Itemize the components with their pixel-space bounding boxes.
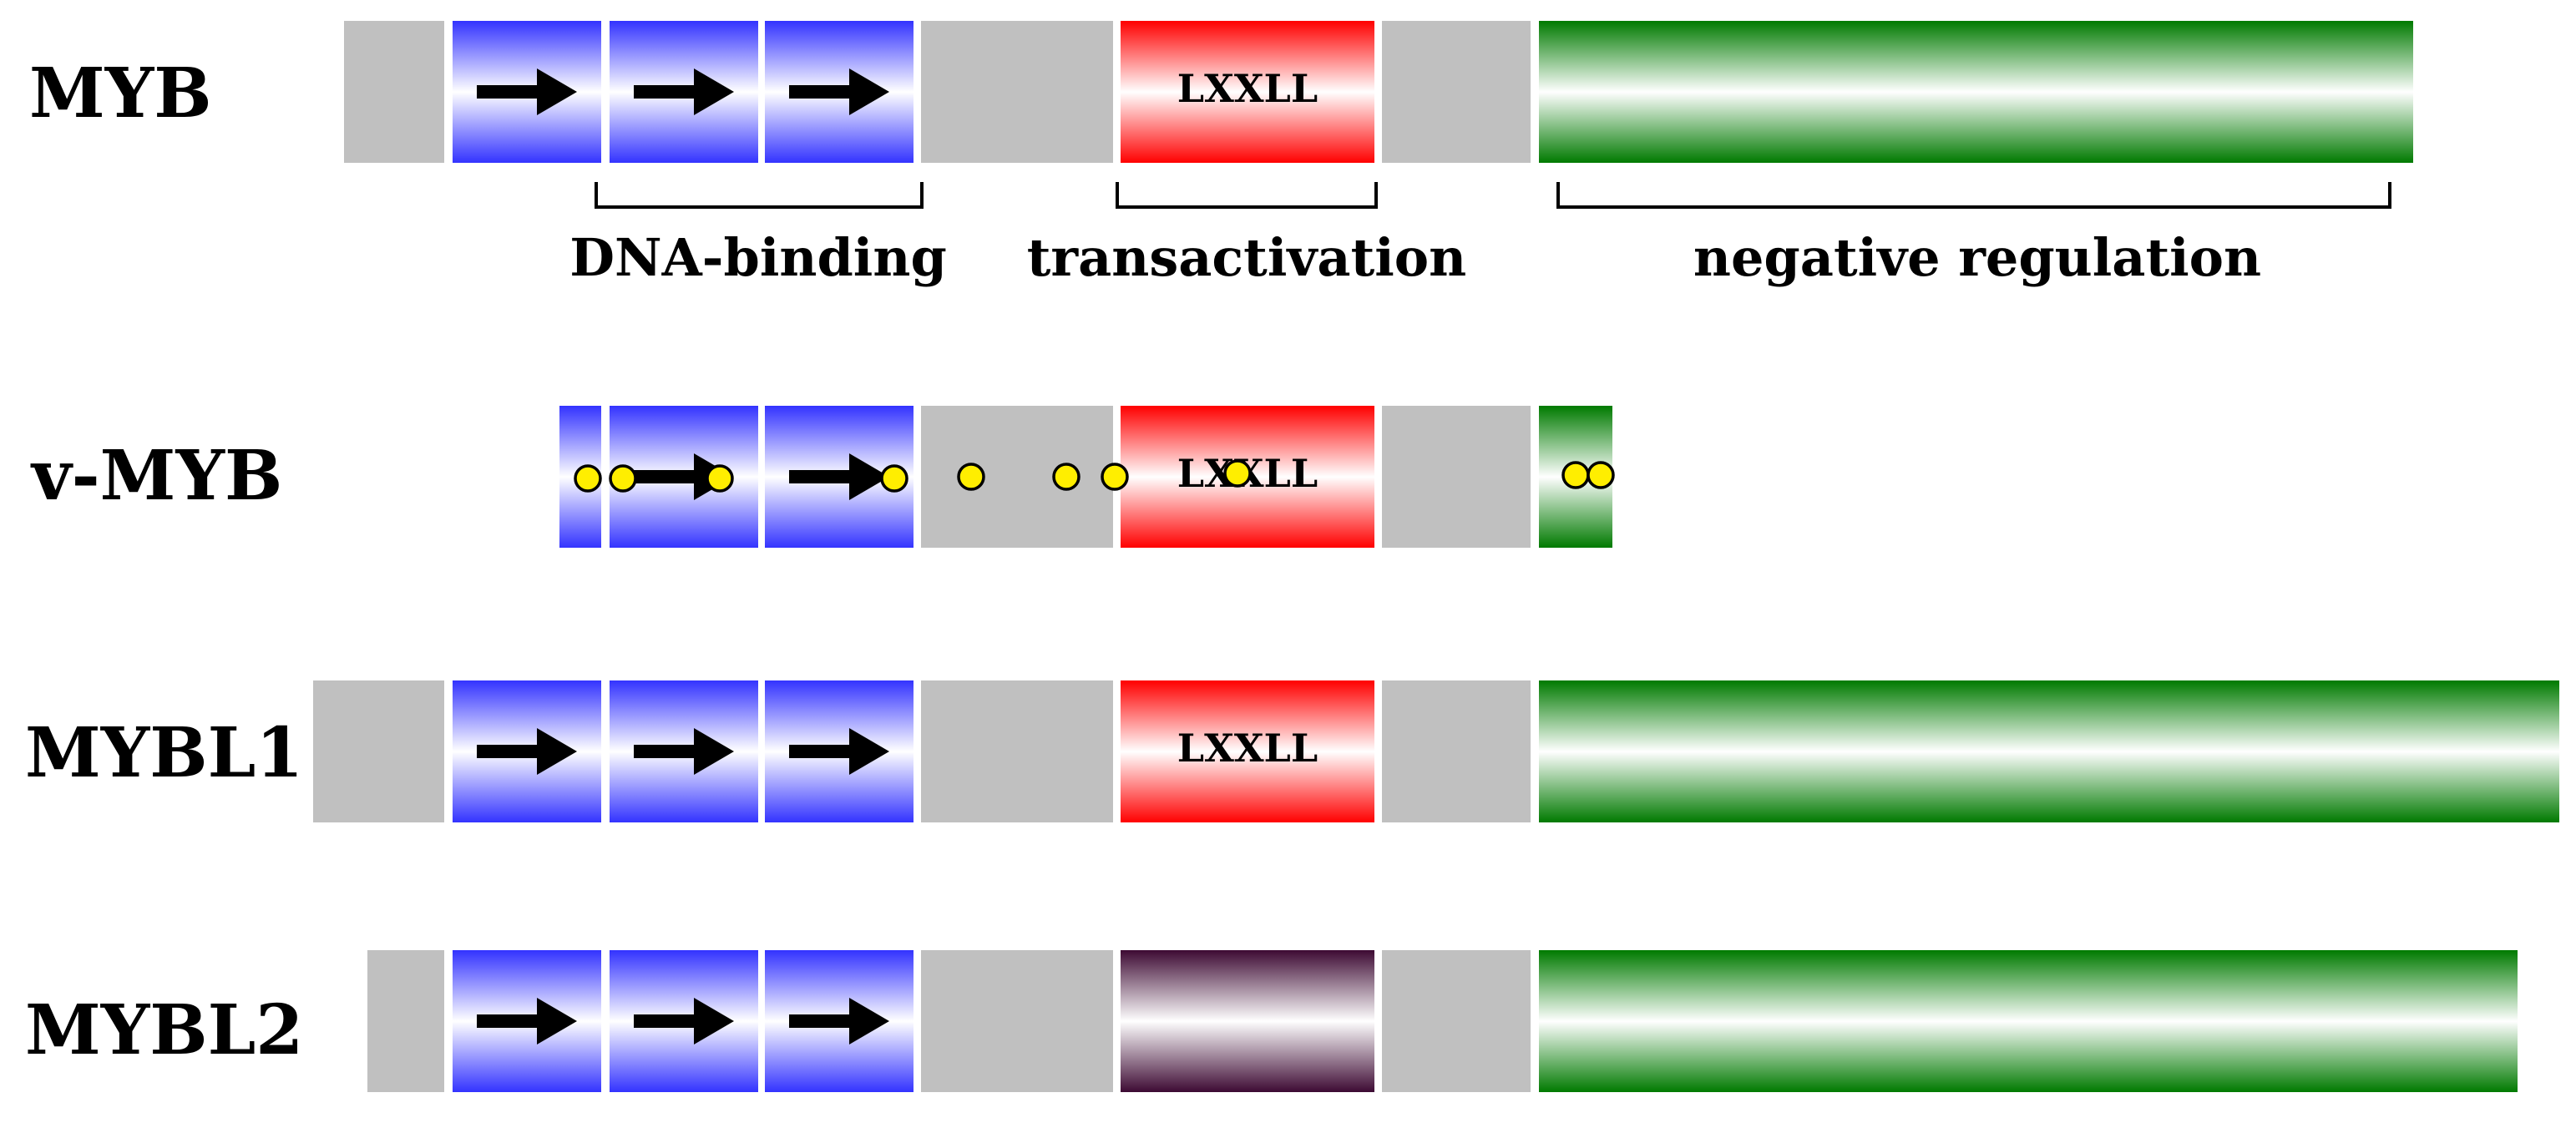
linker-segment bbox=[1382, 406, 1531, 548]
linker-segment bbox=[1382, 21, 1531, 163]
negative-regulation-label: negative regulation bbox=[1693, 227, 2261, 288]
linker-segment bbox=[1382, 950, 1531, 1092]
linker-segment bbox=[1382, 680, 1531, 822]
linker-segment bbox=[921, 406, 1113, 548]
linker-segment bbox=[367, 950, 444, 1092]
linker-segment bbox=[921, 680, 1113, 822]
transactivation-label: transactivation bbox=[1027, 227, 1466, 288]
dna-binding-bracket bbox=[595, 182, 924, 209]
negative-regulation-domain bbox=[1539, 950, 2518, 1092]
negative-regulation-bracket bbox=[1556, 182, 2391, 209]
protein-row-mybl2: MYBL2 bbox=[25, 950, 2518, 1092]
lxxll-motif-label: LXXLL bbox=[1177, 726, 1318, 771]
protein-row-myb: MYB LXXLL bbox=[29, 21, 2413, 163]
transactivation-domain-divergent bbox=[1121, 950, 1374, 1092]
protein-row-v-myb: v-MYB LXXLL bbox=[30, 406, 1615, 548]
protein-name-v-myb: v-MYB bbox=[30, 436, 282, 516]
protein-name-myb: MYB bbox=[29, 53, 212, 134]
domain-annotations: DNA-binding transactivation negative reg… bbox=[569, 182, 2391, 288]
negative-regulation-domain bbox=[1539, 680, 2559, 822]
transactivation-bracket bbox=[1116, 182, 1378, 209]
point-mutation-marker bbox=[1223, 459, 1252, 488]
point-mutation-marker bbox=[880, 464, 908, 493]
protein-row-mybl1: MYBL1 LXXLL bbox=[25, 680, 2559, 822]
point-mutation-marker bbox=[957, 463, 985, 491]
point-mutation-marker bbox=[1052, 463, 1081, 491]
transactivation-domain bbox=[1121, 21, 1374, 163]
negative-regulation-domain bbox=[1539, 21, 2413, 163]
linker-segment bbox=[921, 950, 1113, 1092]
linker-segment bbox=[344, 21, 444, 163]
linker-segment bbox=[921, 21, 1113, 163]
point-mutation-marker bbox=[1561, 461, 1590, 489]
point-mutation-marker bbox=[1587, 461, 1615, 489]
protein-name-mybl1: MYBL1 bbox=[25, 713, 303, 793]
point-mutation-marker bbox=[574, 464, 602, 493]
lxxll-motif-label: LXXLL bbox=[1177, 66, 1318, 111]
point-mutation-marker bbox=[1101, 463, 1129, 491]
dna-binding-label: DNA-binding bbox=[569, 227, 947, 288]
transactivation-domain bbox=[1121, 680, 1374, 822]
point-mutation-marker bbox=[706, 464, 734, 493]
linker-segment bbox=[313, 680, 444, 822]
point-mutation-marker bbox=[609, 464, 637, 493]
protein-name-mybl2: MYBL2 bbox=[25, 990, 303, 1070]
